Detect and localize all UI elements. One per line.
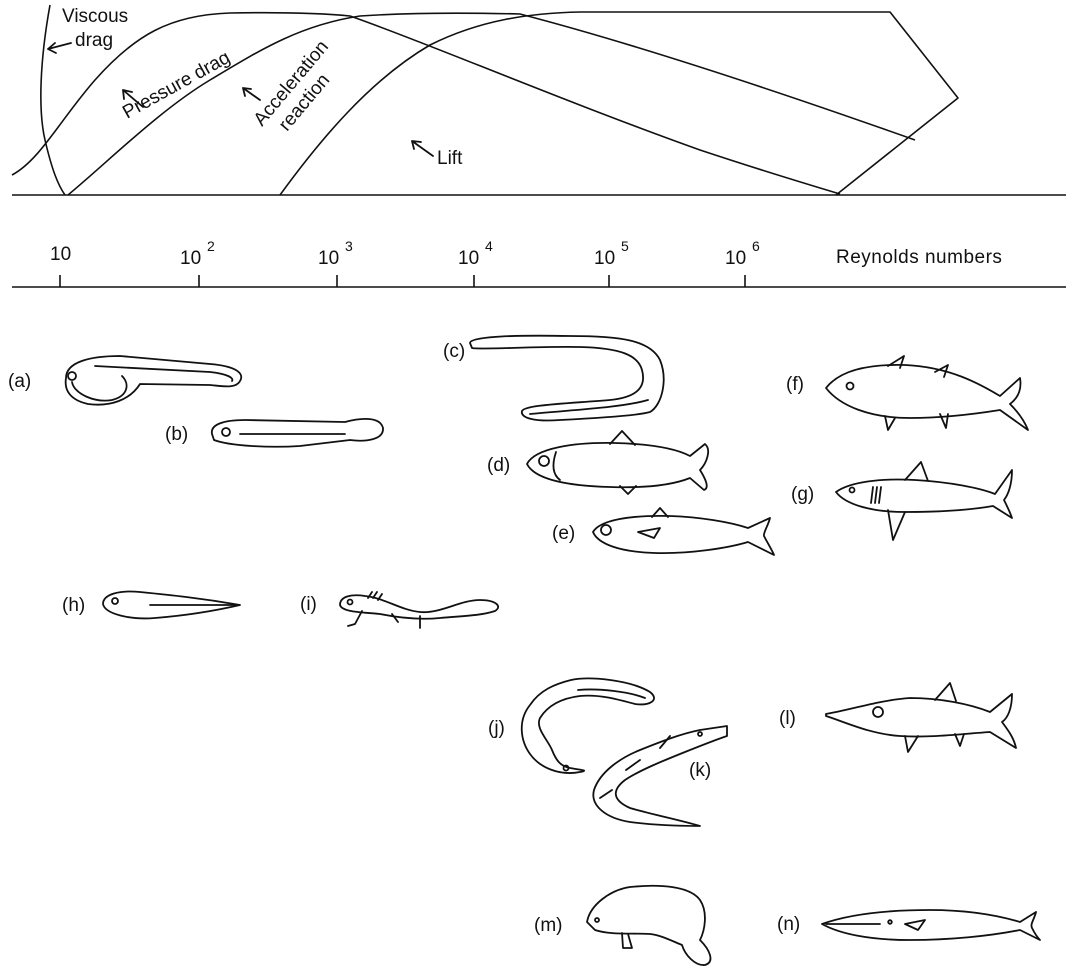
animal-h-label: (h) xyxy=(62,595,85,616)
animal-l-dorsal xyxy=(935,683,956,701)
tick-label-10e3: 10 3 xyxy=(318,238,353,269)
animal-l-ichthyosaur: (l) xyxy=(779,683,1016,752)
animal-k-label: (k) xyxy=(689,760,711,781)
animal-i-legs xyxy=(348,611,420,628)
tick-4-exp: 4 xyxy=(485,238,493,254)
animal-m-body xyxy=(587,886,710,965)
animal-j-inner xyxy=(578,689,645,698)
animal-c-eel: (c) xyxy=(443,336,664,421)
animal-f-eye xyxy=(847,383,854,390)
animal-b-body xyxy=(212,419,383,447)
animal-d-eye xyxy=(539,456,549,466)
animal-l-label: (l) xyxy=(779,708,796,729)
viscous-label-line2: drag xyxy=(75,30,113,51)
animal-e-eye xyxy=(601,525,611,535)
tick-label-10e2: 10 2 xyxy=(180,238,215,269)
animal-a-larva: (a) xyxy=(8,356,241,405)
animal-n-fin xyxy=(905,920,925,930)
animal-h-eye xyxy=(112,598,118,604)
animal-g-body xyxy=(836,470,1012,518)
animal-l-eye xyxy=(873,707,883,717)
animal-b-label: (b) xyxy=(165,424,188,445)
animal-j-label: (j) xyxy=(488,718,505,739)
animal-g-dorsal xyxy=(905,462,928,481)
tick-3-base: 10 xyxy=(318,248,339,269)
animal-d-label: (d) xyxy=(487,455,510,476)
animal-m-flipper xyxy=(622,933,632,948)
animal-g-gills xyxy=(871,487,881,503)
animal-c-label: (c) xyxy=(443,341,465,362)
animal-n-body xyxy=(822,910,1040,940)
animal-m-manatee: (m) xyxy=(534,886,710,965)
animal-b-larval-fish: (b) xyxy=(165,419,383,447)
animal-g-eye xyxy=(850,488,855,493)
animal-k-eye xyxy=(698,732,702,736)
lift-curve xyxy=(280,12,958,195)
viscous-label-line1: Viscous xyxy=(62,6,128,27)
animal-j-sea-snake: (j) xyxy=(488,679,654,774)
animal-f-label: (f) xyxy=(786,374,804,395)
animal-g-label: (g) xyxy=(791,484,814,505)
animal-i-label: (i) xyxy=(300,594,317,615)
animal-m-label: (m) xyxy=(534,915,562,936)
animal-i-newt: (i) xyxy=(300,592,498,628)
tick-4-base: 10 xyxy=(458,248,479,269)
animal-g-shark: (g) xyxy=(791,462,1012,540)
animal-h-tadpole: (h) xyxy=(62,592,240,619)
tick-label-10e4: 10 4 xyxy=(458,238,493,269)
animal-e-mackerel: (e) xyxy=(552,508,774,555)
acceleration-arrow xyxy=(243,88,260,100)
tick-6-exp: 6 xyxy=(752,238,760,254)
animal-d-salmon: (d) xyxy=(487,431,708,494)
animal-n-eye xyxy=(888,920,892,924)
animal-g-pectoral xyxy=(888,510,905,540)
animal-a-eye xyxy=(68,372,76,380)
animal-m-eye xyxy=(595,918,599,922)
tick-label-10e6: 10 6 xyxy=(725,238,760,269)
animal-f-tuna: (f) xyxy=(786,356,1028,430)
tick-5-exp: 5 xyxy=(621,238,629,254)
tick-3-exp: 3 xyxy=(345,238,353,254)
animal-d-gill xyxy=(553,452,560,480)
lift-label: Lift xyxy=(437,148,463,169)
viscous-drag-curve xyxy=(41,5,65,195)
lift-arrow xyxy=(412,141,433,156)
animal-e-pectoral xyxy=(638,528,660,538)
animal-e-label: (e) xyxy=(552,523,575,544)
tick-5-base: 10 xyxy=(594,248,615,269)
animal-c-body xyxy=(470,336,664,421)
tick-2-exp: 2 xyxy=(207,238,215,254)
axis-ticks xyxy=(60,275,745,287)
animal-i-body xyxy=(340,595,498,618)
animal-k-gharial: (k) xyxy=(593,726,727,826)
animal-n-whale: (n) xyxy=(777,910,1040,940)
tick-label-10e5: 10 5 xyxy=(594,238,629,269)
animal-f-dorsal xyxy=(888,356,904,368)
tick-6-base: 10 xyxy=(725,248,746,269)
acceleration-reaction-curve xyxy=(68,13,915,195)
viscous-arrow xyxy=(48,43,71,53)
animal-l-body xyxy=(826,694,1016,748)
animal-n-label: (n) xyxy=(777,914,800,935)
animal-a-body xyxy=(66,356,242,405)
animal-e-body xyxy=(593,516,774,555)
animal-a-label: (a) xyxy=(8,371,31,392)
animal-i-eye xyxy=(348,600,353,605)
animal-b-eye xyxy=(222,428,230,436)
animal-a-yolk xyxy=(72,376,127,401)
animal-f-body xyxy=(826,365,1028,430)
animal-a-fin-line xyxy=(95,366,232,381)
tick-2-base: 10 xyxy=(180,248,201,269)
animal-j-eye xyxy=(564,766,569,771)
tick-label-10: 10 xyxy=(50,244,71,265)
tick-1-base: 10 xyxy=(50,244,71,265)
axis-title: Reynolds numbers xyxy=(836,247,1002,268)
animal-j-body xyxy=(522,679,654,774)
pressure-drag-label: Pressure drag xyxy=(119,47,234,123)
